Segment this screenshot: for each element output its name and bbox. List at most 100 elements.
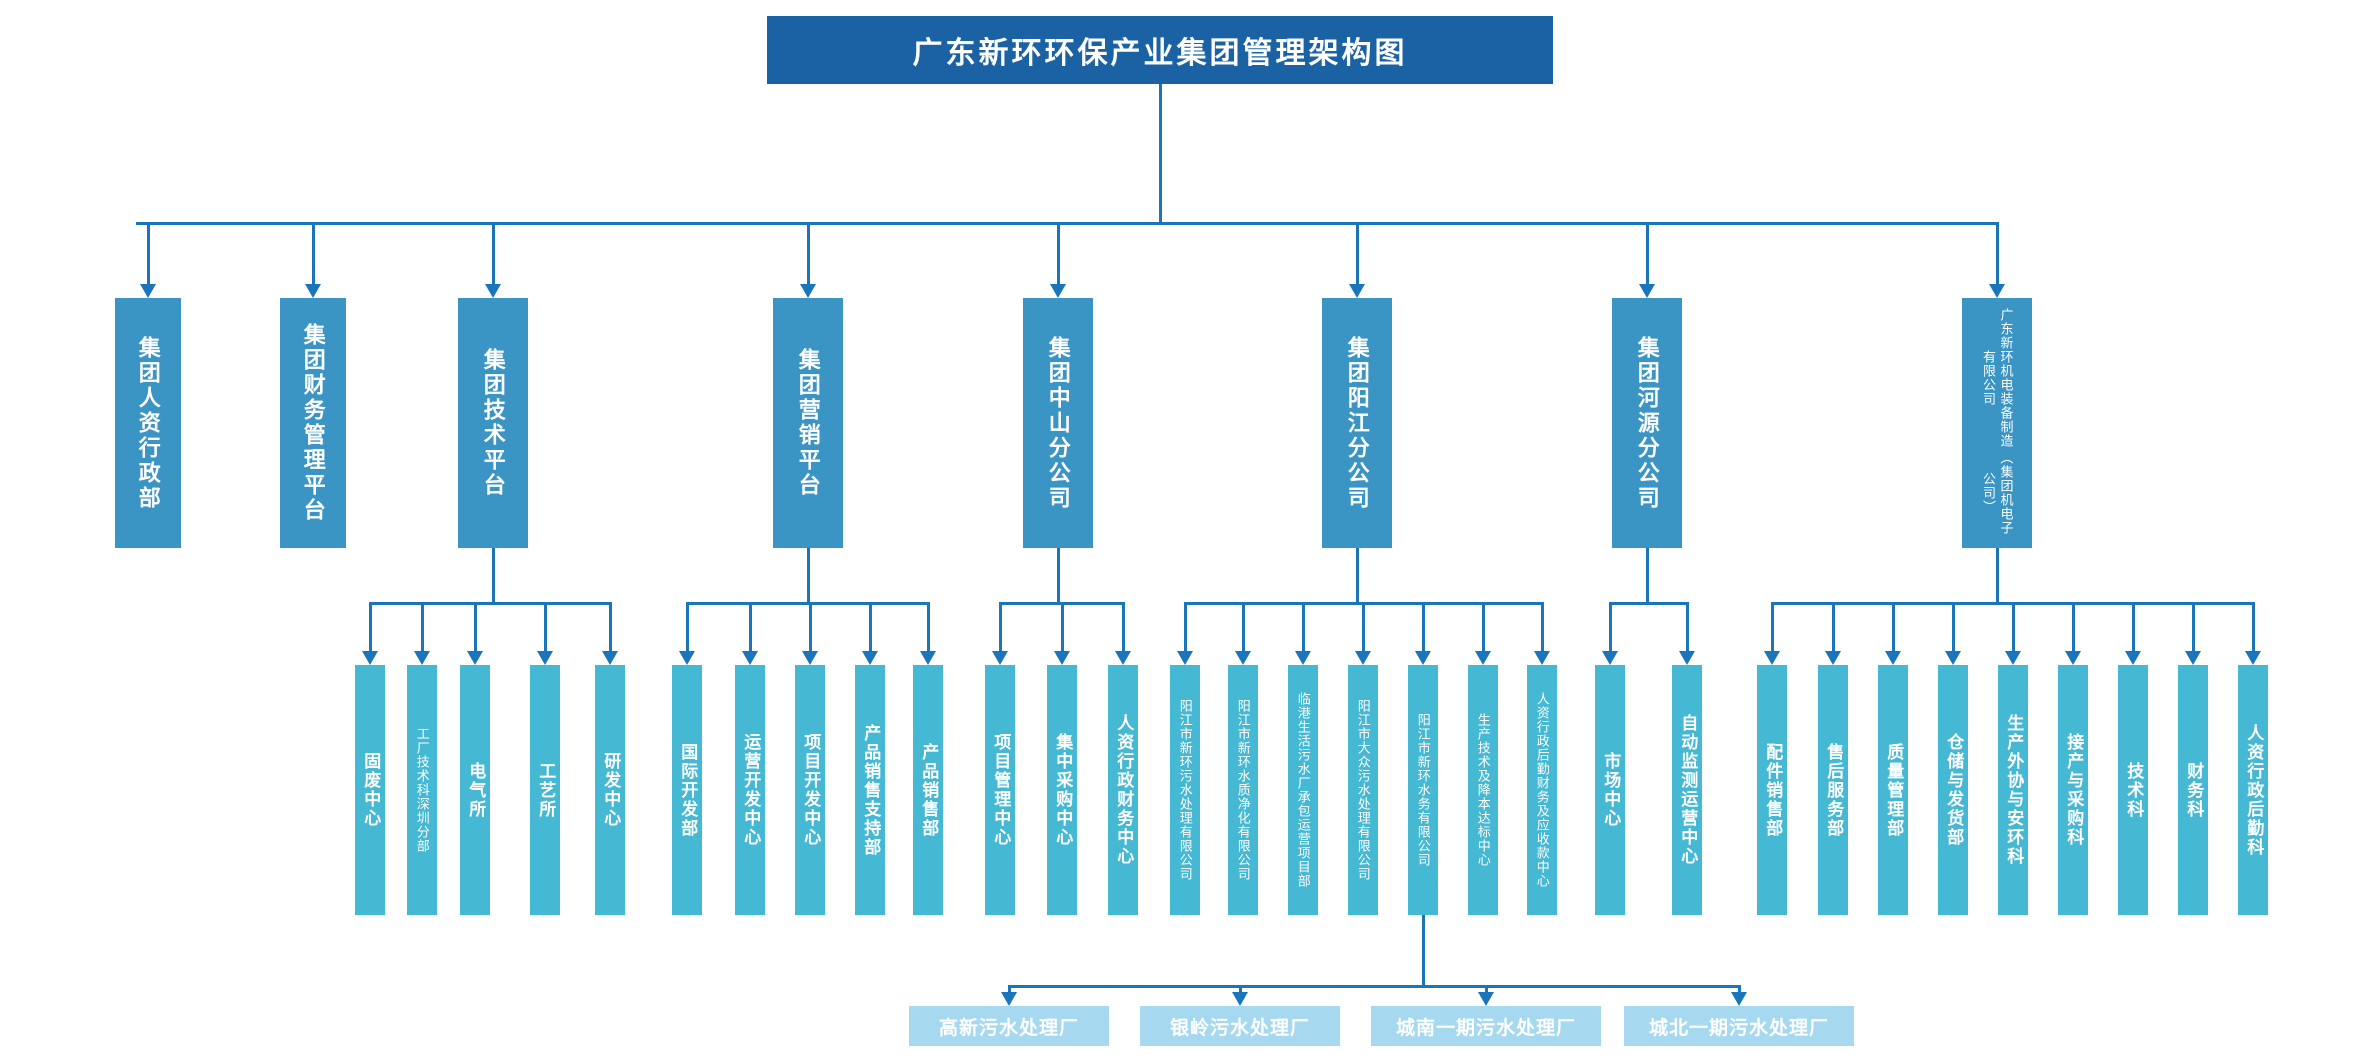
connector-level3-drop: [686, 602, 689, 651]
connector-arrow-icon: [1478, 992, 1494, 1006]
connector-arrow-icon: [414, 651, 430, 665]
connector-arrow-icon: [1679, 651, 1695, 665]
level2-node-marketing[interactable]: 集团营销平台: [773, 298, 843, 548]
level2-node-yangjiang[interactable]: 集团阳江分公司: [1322, 298, 1392, 548]
level3-node-label: 质量管理部: [1884, 742, 1904, 838]
level3-node[interactable]: 人资行政后勤财务及应收款中心: [1527, 665, 1557, 915]
connector-arrow-icon: [2185, 651, 2201, 665]
level2-node-hr-admin[interactable]: 集团人资行政部: [115, 298, 181, 548]
connector-arrow-icon: [1355, 651, 1371, 665]
level3-node[interactable]: 仓储与发货部: [1938, 665, 1968, 915]
org-title-node[interactable]: 广东新环环保产业集团管理架构图: [767, 16, 1553, 84]
level3-node[interactable]: 财务科: [2178, 665, 2208, 915]
connector-arrow-icon: [537, 651, 553, 665]
connector-level3-bus: [369, 602, 612, 605]
level3-node[interactable]: 售后服务部: [1818, 665, 1848, 915]
connector-level4-bus: [1008, 985, 1741, 988]
level3-node[interactable]: 工艺所: [530, 665, 560, 915]
level3-node[interactable]: 阳江市新环水务有限公司: [1408, 665, 1438, 915]
level2-node-label: 集团阳江分公司: [1344, 335, 1370, 511]
connector-arrow-icon: [2065, 651, 2081, 665]
connector-title-stem: [1159, 84, 1162, 222]
level3-node-label: 固废中心: [361, 752, 381, 828]
level2-node-label: 广东新环机电装备制造有限公司: [1981, 308, 2014, 448]
level2-node-label: 集团财务管理平台: [300, 323, 326, 523]
level2-node-heyuan[interactable]: 集团河源分公司: [1612, 298, 1682, 548]
connector-arrow-icon: [1295, 651, 1311, 665]
connector-level3-drop: [544, 602, 547, 651]
connector-level4-drop: [1738, 985, 1741, 992]
level3-node-label: 人资行政后勤科: [2244, 723, 2264, 857]
level4-node-label: 城南一期污水处理厂: [1395, 1017, 1576, 1039]
level3-node[interactable]: 配件销售部: [1757, 665, 1787, 915]
level3-node[interactable]: 接产与采购科: [2058, 665, 2088, 915]
connector-level3-drop: [1422, 602, 1425, 651]
level3-node-label: 研发中心: [601, 752, 621, 828]
level3-node[interactable]: 质量管理部: [1878, 665, 1908, 915]
connector-level3-drop: [1686, 602, 1689, 651]
level3-node-label: 运营开发中心: [741, 733, 761, 847]
level3-node[interactable]: 技术科: [2118, 665, 2148, 915]
connector-level4-stem: [1422, 915, 1425, 985]
connector-level3-bus: [1184, 602, 1544, 605]
level4-node[interactable]: 城北一期污水处理厂: [1624, 1006, 1854, 1046]
level3-node[interactable]: 临港生活污水厂承包运营项目部: [1288, 665, 1318, 915]
level3-node[interactable]: 人资行政财务中心: [1108, 665, 1138, 915]
connector-to-technology: [492, 222, 495, 284]
level3-node-label: 阳江市新环污水处理有限公司: [1177, 699, 1193, 881]
connector-level3-bus: [999, 602, 1125, 605]
connector-arrow-icon: [1534, 651, 1550, 665]
level2-node-label: 集团技术平台: [480, 348, 506, 498]
level3-node[interactable]: 工厂技术科深圳分部: [407, 665, 437, 915]
connector-level2-stem: [1996, 548, 1999, 602]
level3-node[interactable]: 阳江市新环污水处理有限公司: [1170, 665, 1200, 915]
level4-node[interactable]: 银岭污水处理厂: [1140, 1006, 1340, 1046]
connector-level3-drop: [474, 602, 477, 651]
connector-arrow-icon: [305, 284, 321, 298]
level4-node-label: 银岭污水处理厂: [1169, 1017, 1310, 1039]
level3-node[interactable]: 电气所: [460, 665, 490, 915]
level3-node[interactable]: 生产技术及降本达标中心: [1468, 665, 1498, 915]
level3-node[interactable]: 国际开发部: [672, 665, 702, 915]
level3-node-label: 产品销售部: [919, 742, 939, 838]
connector-arrow-icon: [1050, 284, 1066, 298]
connector-arrow-icon: [1475, 651, 1491, 665]
level4-node[interactable]: 城南一期污水处理厂: [1371, 1006, 1601, 1046]
level3-node[interactable]: 项目管理中心: [985, 665, 1015, 915]
level3-node[interactable]: 产品销售部: [913, 665, 943, 915]
level2-node-finance[interactable]: 集团财务管理平台: [280, 298, 346, 548]
level3-node-label: 接产与采购科: [2064, 733, 2084, 847]
level3-node[interactable]: 阳江市新环水质净化有限公司: [1228, 665, 1258, 915]
connector-arrow-icon: [1001, 992, 1017, 1006]
level4-node[interactable]: 高新污水处理厂: [909, 1006, 1109, 1046]
level3-node[interactable]: 项目开发中心: [795, 665, 825, 915]
level3-node[interactable]: 人资行政后勤科: [2238, 665, 2268, 915]
connector-level3-bus: [686, 602, 930, 605]
level3-node[interactable]: 研发中心: [595, 665, 625, 915]
level3-node[interactable]: 市场中心: [1595, 665, 1625, 915]
connector-arrow-icon: [1731, 992, 1747, 1006]
connector-arrow-icon: [140, 284, 156, 298]
level2-node-electromech[interactable]: 广东新环机电装备制造有限公司（集团机电子公司）: [1962, 298, 2032, 548]
connector-arrow-icon: [1177, 651, 1193, 665]
level3-node[interactable]: 运营开发中心: [735, 665, 765, 915]
connector-arrow-icon: [602, 651, 618, 665]
level3-node[interactable]: 固废中心: [355, 665, 385, 915]
level2-node-zhongshan[interactable]: 集团中山分公司: [1023, 298, 1093, 548]
level3-node[interactable]: 生产外协与安环科: [1998, 665, 2028, 915]
level3-node[interactable]: 阳江市大众污水处理有限公司: [1348, 665, 1378, 915]
level3-node-label: 财务科: [2184, 761, 2204, 819]
level3-node-label: 集中采购中心: [1053, 733, 1073, 847]
connector-level3-drop: [1952, 602, 1955, 651]
connector-level3-drop: [927, 602, 930, 651]
level3-node[interactable]: 自动监测运营中心: [1672, 665, 1702, 915]
connector-level3-drop: [1122, 602, 1125, 651]
level3-node[interactable]: 集中采购中心: [1047, 665, 1077, 915]
level3-node[interactable]: 产品销售支持部: [855, 665, 885, 915]
level3-node-label: 生产技术及降本达标中心: [1475, 713, 1491, 867]
level3-node-label: 工艺所: [536, 761, 556, 819]
level3-node-label: 配件销售部: [1763, 742, 1783, 838]
level2-node-label: 集团人资行政部: [135, 335, 161, 511]
level2-node-technology[interactable]: 集团技术平台: [458, 298, 528, 548]
connector-arrow-icon: [862, 651, 878, 665]
